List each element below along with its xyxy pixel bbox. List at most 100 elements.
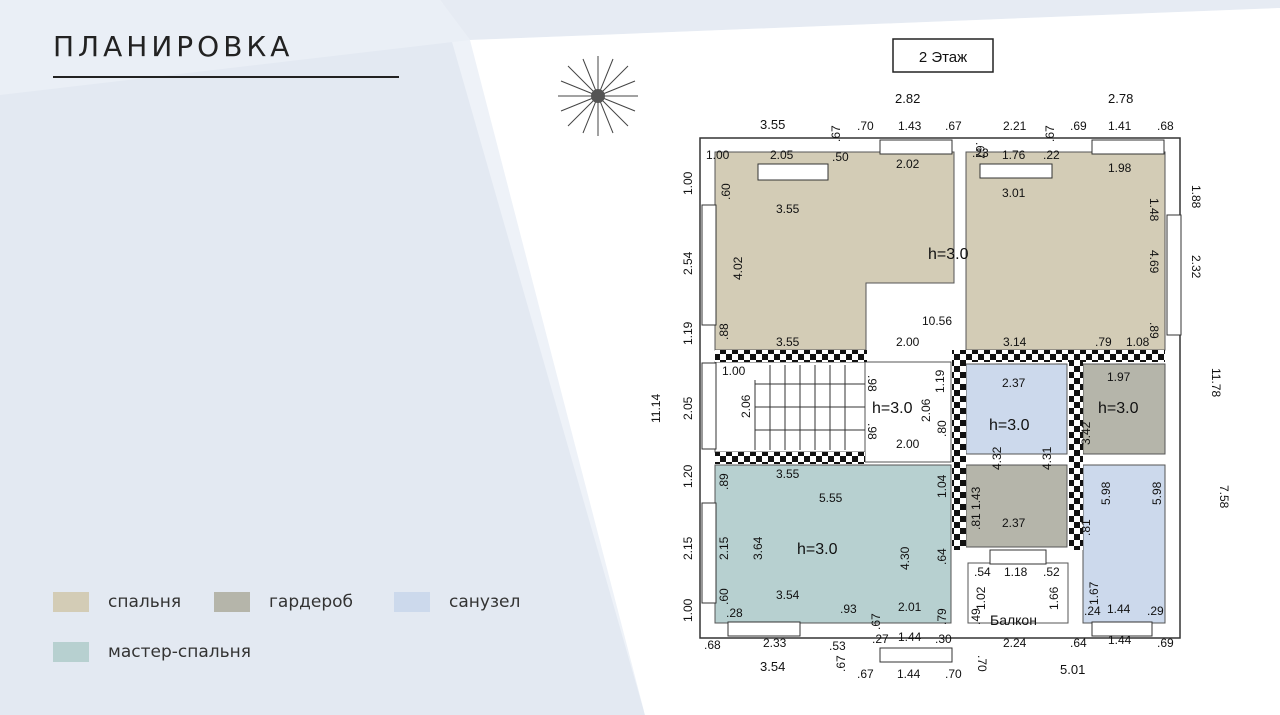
dimension-label: .98 xyxy=(865,423,879,440)
dimension-label: 2.02 xyxy=(896,157,920,171)
dimension-label: .67 xyxy=(857,667,874,681)
dimension-label: .54 xyxy=(974,565,991,579)
room-height-label: h=3.0 xyxy=(928,246,969,263)
stairs xyxy=(754,365,865,450)
dimension-label: 2.06 xyxy=(919,398,933,422)
dimension-label: .50 xyxy=(832,150,849,164)
dimension-label: .49 xyxy=(969,608,983,625)
dimension-label: 3.55 xyxy=(776,335,800,349)
partition-wall xyxy=(715,350,867,362)
dimension-label: 1.19 xyxy=(933,369,947,393)
dimension-label: .89 xyxy=(717,473,731,490)
dimension-label: 1.76 xyxy=(1002,148,1026,162)
dimension-label: 1.18 xyxy=(1004,565,1028,579)
dimension-label: 1.43 xyxy=(969,486,983,510)
dimension-label: .69 xyxy=(1157,636,1174,650)
dimension-label: 1.48 xyxy=(1147,198,1161,222)
floor-label-box xyxy=(892,38,994,73)
legend-label: мастер-спальня xyxy=(108,642,251,662)
dimension-label: 3.54 xyxy=(776,588,800,602)
dimension-label: .88 xyxy=(717,323,731,340)
legend-label: санузел xyxy=(449,592,521,612)
dimension-label: 10.56 xyxy=(922,314,952,328)
legend-label: спальня xyxy=(108,592,182,612)
dimension-label: 2.01 xyxy=(898,600,922,614)
dimension-label: .67 xyxy=(834,655,848,672)
dimension-label: .98 xyxy=(865,375,879,392)
dimension-label: .67 xyxy=(973,142,987,159)
dimension-label: .79 xyxy=(1095,335,1112,349)
dimension-label: .53 xyxy=(829,639,846,653)
dimension-label: 3.55 xyxy=(776,467,800,481)
dimension-label: 2.54 xyxy=(681,251,695,275)
dimension-label: 5.01 xyxy=(1060,662,1085,677)
legend-bathroom: санузел xyxy=(394,592,520,612)
dimension-label: 1.98 xyxy=(1108,161,1132,175)
dimension-label: .60 xyxy=(717,588,731,605)
dimension-label: 2.21 xyxy=(1003,119,1027,133)
dimension-label: .22 xyxy=(1043,148,1060,162)
room-wardrobe-upper xyxy=(1082,363,1166,455)
dimension-label: .30 xyxy=(935,632,952,646)
dimension-label: .68 xyxy=(1157,119,1174,133)
partition-wall xyxy=(952,350,1165,362)
dimension-label: 4.31 xyxy=(1040,446,1054,470)
dimension-label: .64 xyxy=(1070,636,1087,650)
room-master-bedroom xyxy=(714,464,952,624)
room-bedroom-right xyxy=(965,151,1166,351)
title-underline xyxy=(53,76,399,78)
dimension-label: .69 xyxy=(1070,119,1087,133)
dimension-label: 1.67 xyxy=(1087,581,1101,605)
dimension-label: 2.15 xyxy=(717,536,731,560)
dimension-label: .67 xyxy=(945,119,962,133)
room-bathroom-lower xyxy=(1082,464,1166,624)
dimension-label: 1.20 xyxy=(681,464,695,488)
dimension-label: .64 xyxy=(935,548,949,565)
dimension-label: 11.14 xyxy=(649,394,663,423)
dimension-label: 5.55 xyxy=(819,491,843,505)
partition-wall xyxy=(715,452,865,464)
dimension-label: .81 xyxy=(969,513,983,530)
dimension-label: 1.41 xyxy=(1108,119,1132,133)
hallway xyxy=(864,361,952,463)
dimension-label: 2.06 xyxy=(739,394,753,418)
dimension-label: 1.19 xyxy=(681,321,695,345)
room-balcony xyxy=(967,562,1069,624)
dimension-label: 3.14 xyxy=(1003,335,1027,349)
room-wardrobe-lower xyxy=(965,464,1068,548)
partition-wall xyxy=(952,362,966,550)
room-bedroom-left xyxy=(714,151,955,351)
room-height-label: h=3.0 xyxy=(797,541,838,558)
outer-wall xyxy=(699,137,1181,639)
dimension-label: .70 xyxy=(857,119,874,133)
dimension-label: 1.44 xyxy=(897,667,921,681)
dimension-label: 2.82 xyxy=(895,91,920,106)
dimension-label: .70 xyxy=(975,655,989,672)
dimension-label: .67 xyxy=(1043,125,1057,142)
dimension-label: .60 xyxy=(719,183,733,200)
dimension-label: 2.24 xyxy=(1003,636,1027,650)
dimension-label: 2.00 xyxy=(896,437,920,451)
dimension-label: 2.78 xyxy=(1108,91,1133,106)
dimension-label: 1.04 xyxy=(935,474,949,498)
dimension-label: 2.00 xyxy=(896,335,920,349)
dimension-label: .79 xyxy=(935,608,949,625)
dimension-label: 2.15 xyxy=(681,536,695,560)
partition-wall xyxy=(1069,362,1083,550)
dimension-labels: 3.55 2.82 2.78 .67 .70 1.43 .67 .67 2.21… xyxy=(649,91,1231,681)
dimension-label: 3.42 xyxy=(1079,421,1093,445)
room-height-label: h=3.0 xyxy=(872,400,913,417)
dimension-label: 2.37 xyxy=(1002,516,1026,530)
room-height-label: h=3.0 xyxy=(989,417,1030,434)
page-title: ПЛАНИРОВКА xyxy=(53,30,294,63)
dimension-label: 1.66 xyxy=(1047,586,1061,610)
dimension-label: 11.78 xyxy=(1209,368,1223,397)
dimension-label: 3.01 xyxy=(1002,186,1026,200)
legend-swatch xyxy=(53,592,89,612)
dimension-label: 5.98 xyxy=(1150,481,1164,505)
dimension-label: 4.69 xyxy=(1147,250,1161,274)
dimension-label: 1.00 xyxy=(722,364,746,378)
dimension-label: 1.02 xyxy=(974,586,988,610)
compass-icon xyxy=(558,56,638,136)
